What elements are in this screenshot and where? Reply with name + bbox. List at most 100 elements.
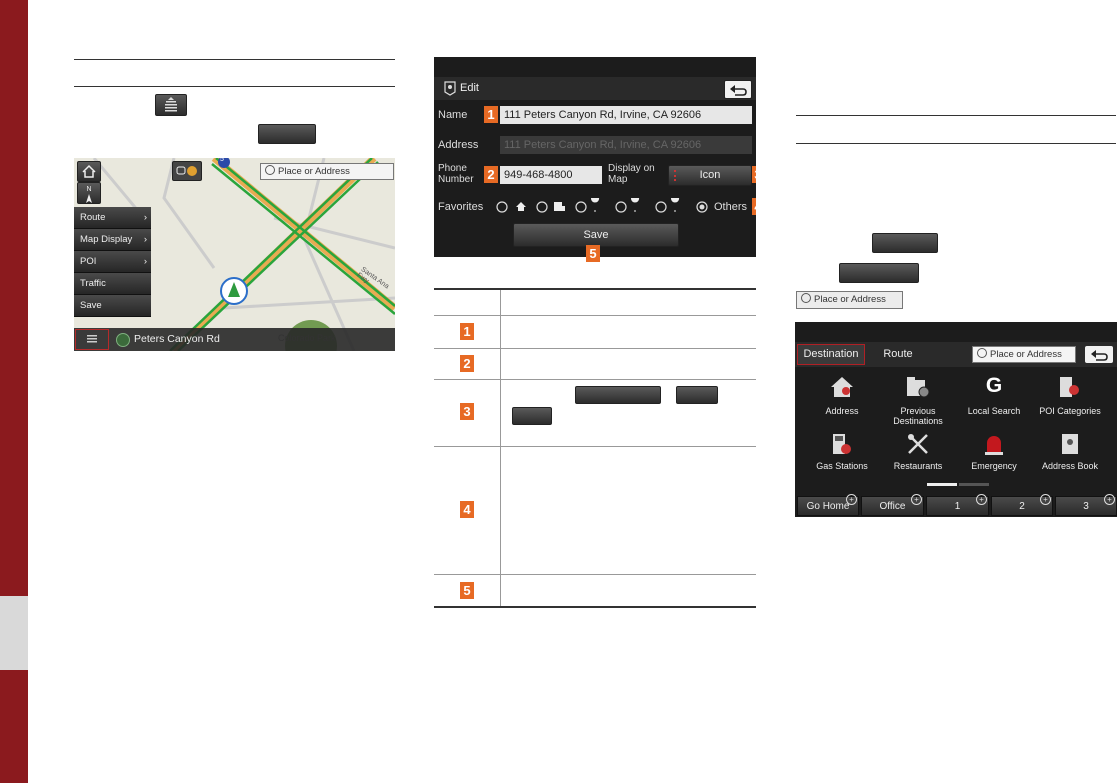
back-button[interactable] bbox=[724, 80, 752, 99]
dest-item-label: POI Categories bbox=[1039, 406, 1101, 416]
dest-item-gas-stations[interactable]: Gas Stations bbox=[804, 433, 880, 485]
dest-item-emergency[interactable]: Emergency bbox=[956, 433, 1032, 485]
home-icon bbox=[82, 164, 96, 178]
dest-item-address[interactable]: Address bbox=[804, 376, 880, 428]
table-marker-1: 1 bbox=[460, 323, 474, 340]
favorites-label: Favorites bbox=[438, 201, 484, 213]
others-label: Others bbox=[714, 201, 748, 213]
marker-5: 5 bbox=[586, 245, 600, 262]
edit-header: Edit bbox=[434, 77, 756, 100]
tab-destination[interactable]: Destination bbox=[797, 344, 865, 365]
dest-item-label: Local Search bbox=[967, 406, 1021, 416]
slot-label: Go Home bbox=[806, 501, 850, 512]
utensils-icon bbox=[908, 434, 928, 454]
dest-search-box[interactable]: Place or Address bbox=[972, 346, 1076, 363]
marker-3: 3 bbox=[752, 166, 756, 183]
plus-circle-icon: + bbox=[846, 494, 857, 505]
inline-button-image bbox=[872, 233, 938, 253]
section-rule-top bbox=[796, 115, 1116, 116]
section-rule-bottom bbox=[796, 143, 1116, 144]
chevron-right-icon: › bbox=[143, 212, 147, 223]
google-icon: G bbox=[985, 374, 1003, 397]
dest-item-previous-destinations[interactable]: Previous Destinations bbox=[880, 376, 956, 428]
menu-item-route[interactable]: Route› bbox=[74, 207, 151, 229]
destination-screen: Destination Route Place or Address Addre… bbox=[795, 322, 1117, 517]
slot-label: 3 bbox=[1083, 501, 1089, 512]
back-button[interactable] bbox=[1085, 346, 1113, 363]
plus-circle-icon: + bbox=[1040, 494, 1051, 505]
compass-needle-icon bbox=[86, 194, 92, 203]
search-button-label: Place or Address bbox=[814, 294, 886, 305]
siren-icon bbox=[985, 436, 1003, 455]
icon-button[interactable]: Icon bbox=[668, 165, 752, 186]
menu-toggle-button[interactable] bbox=[75, 329, 109, 350]
dest-item-restaurants[interactable]: Restaurants bbox=[880, 433, 956, 485]
display-on-map-label: Display on Map bbox=[608, 163, 655, 185]
house-search-icon bbox=[831, 377, 853, 397]
section-rule-top bbox=[74, 59, 395, 60]
menu-item-map-display[interactable]: Map Display › bbox=[74, 229, 151, 251]
search-button-image: Place or Address bbox=[796, 291, 903, 309]
dest-header: Destination Route Place or Address bbox=[795, 342, 1117, 367]
phone-field[interactable]: 949-468-4800 bbox=[500, 166, 602, 184]
slot-1[interactable]: 1+ bbox=[926, 494, 989, 516]
magnifier-icon bbox=[977, 348, 987, 358]
back-arrow-icon bbox=[1091, 350, 1108, 361]
menu-button-image bbox=[155, 94, 187, 116]
map-screen: 5 Santa Ana Fwy N Place or Address Route… bbox=[74, 158, 395, 351]
slot-3[interactable]: 3+ bbox=[1055, 494, 1117, 516]
chevron-right-icon: › bbox=[143, 256, 147, 267]
menu-item-save[interactable]: Save bbox=[74, 295, 151, 317]
slot-go-home[interactable]: Go Home+ bbox=[797, 494, 859, 516]
inline-button-image bbox=[258, 124, 316, 144]
traffic-car-icon bbox=[176, 166, 197, 176]
table-marker-3: 3 bbox=[460, 403, 474, 420]
list-icon bbox=[87, 335, 97, 343]
section-rule-bottom bbox=[74, 86, 395, 87]
map-roads bbox=[92, 158, 395, 351]
map-search-box[interactable]: Place or Address bbox=[260, 163, 394, 180]
menu-item-poi[interactable]: POI› bbox=[74, 251, 151, 273]
menu-item-label: Map Display bbox=[80, 234, 133, 245]
home-button[interactable] bbox=[77, 161, 101, 182]
table-button-image bbox=[676, 386, 718, 404]
gas-pump-icon bbox=[833, 434, 851, 454]
table-marker-4: 4 bbox=[460, 501, 474, 518]
slot-label: Office bbox=[879, 501, 906, 512]
slot-2[interactable]: 2+ bbox=[991, 494, 1053, 516]
compass-label: N bbox=[86, 186, 92, 193]
park-label: Colorado Park bbox=[278, 333, 336, 343]
slot-label: 1 bbox=[954, 501, 961, 512]
dest-item-local-search[interactable]: G Local Search bbox=[956, 374, 1032, 428]
table-marker-5: 5 bbox=[460, 582, 474, 599]
marker-table: 1 2 3 4 5 bbox=[434, 288, 756, 608]
chapter-tab-marker bbox=[0, 596, 28, 670]
plus-circle-icon: + bbox=[1104, 494, 1115, 505]
name-field[interactable]: 111 Peters Canyon Rd, Irvine, CA 92606 bbox=[500, 106, 752, 124]
location-icon bbox=[116, 333, 130, 347]
back-arrow-icon bbox=[730, 85, 747, 96]
dest-item-poi-categories[interactable]: POI Categories bbox=[1032, 376, 1108, 428]
address-field: 111 Peters Canyon Rd, Irvine, CA 92606 bbox=[500, 136, 752, 154]
compass-button[interactable]: N bbox=[77, 182, 101, 204]
marker-2: 2 bbox=[484, 166, 498, 183]
menu-item-traffic[interactable]: Traffic bbox=[74, 273, 151, 295]
dest-item-label: Restaurants bbox=[893, 461, 943, 471]
chevron-right-icon: › bbox=[143, 234, 147, 245]
plus-circle-icon: + bbox=[976, 494, 987, 505]
list-menu-icon bbox=[165, 97, 177, 112]
dest-item-address-book[interactable]: Address Book bbox=[1032, 433, 1108, 485]
magnifier-icon bbox=[265, 165, 275, 175]
traffic-toggle-button[interactable] bbox=[172, 161, 202, 181]
name-label: Name bbox=[438, 109, 468, 121]
dest-search-placeholder: Place or Address bbox=[990, 349, 1062, 360]
page-indicator bbox=[959, 483, 989, 486]
save-button[interactable]: Save bbox=[513, 223, 679, 247]
dest-item-label: Previous Destinations bbox=[893, 406, 943, 426]
table-button-image bbox=[512, 407, 552, 425]
menu-item-label: Traffic bbox=[80, 278, 106, 289]
favorites-radio-icons bbox=[496, 194, 708, 213]
slot-office[interactable]: Office+ bbox=[861, 494, 924, 516]
edit-screen: Edit Name 1 111 Peters Canyon Rd, Irvine… bbox=[434, 57, 756, 257]
tab-route[interactable]: Route bbox=[883, 348, 913, 360]
